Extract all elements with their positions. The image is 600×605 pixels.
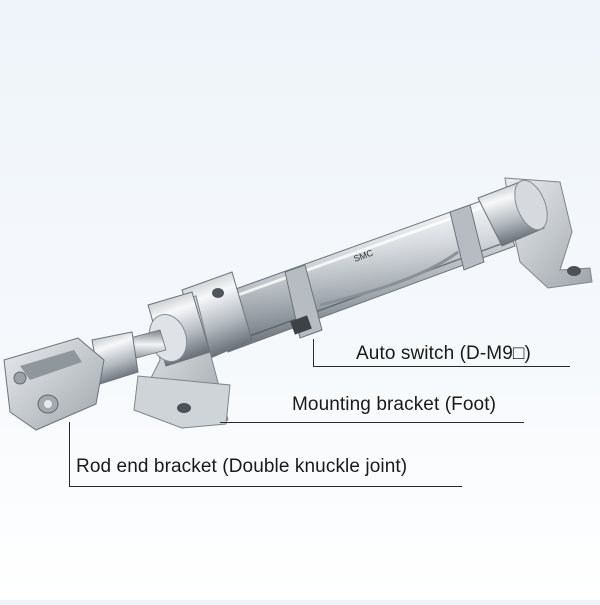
leader-line-rod-end-v <box>69 422 70 486</box>
auto-switch-icon <box>284 204 485 339</box>
clevis-knuckle-icon <box>3 331 139 431</box>
leader-line-rod-end-h <box>69 486 462 487</box>
leader-line-mounting-bracket <box>220 422 524 423</box>
leader-line-auto-switch-h <box>313 366 570 367</box>
rear-end-cap <box>477 179 548 247</box>
auto-switch-label: Auto switch (D-M9□) <box>356 343 531 364</box>
mounting-bracket-label: Mounting bracket (Foot) <box>292 394 496 415</box>
rod-end-bracket-label: Rod end bracket (Double knuckle joint) <box>76 456 408 477</box>
leader-line-auto-switch-v <box>313 339 314 367</box>
